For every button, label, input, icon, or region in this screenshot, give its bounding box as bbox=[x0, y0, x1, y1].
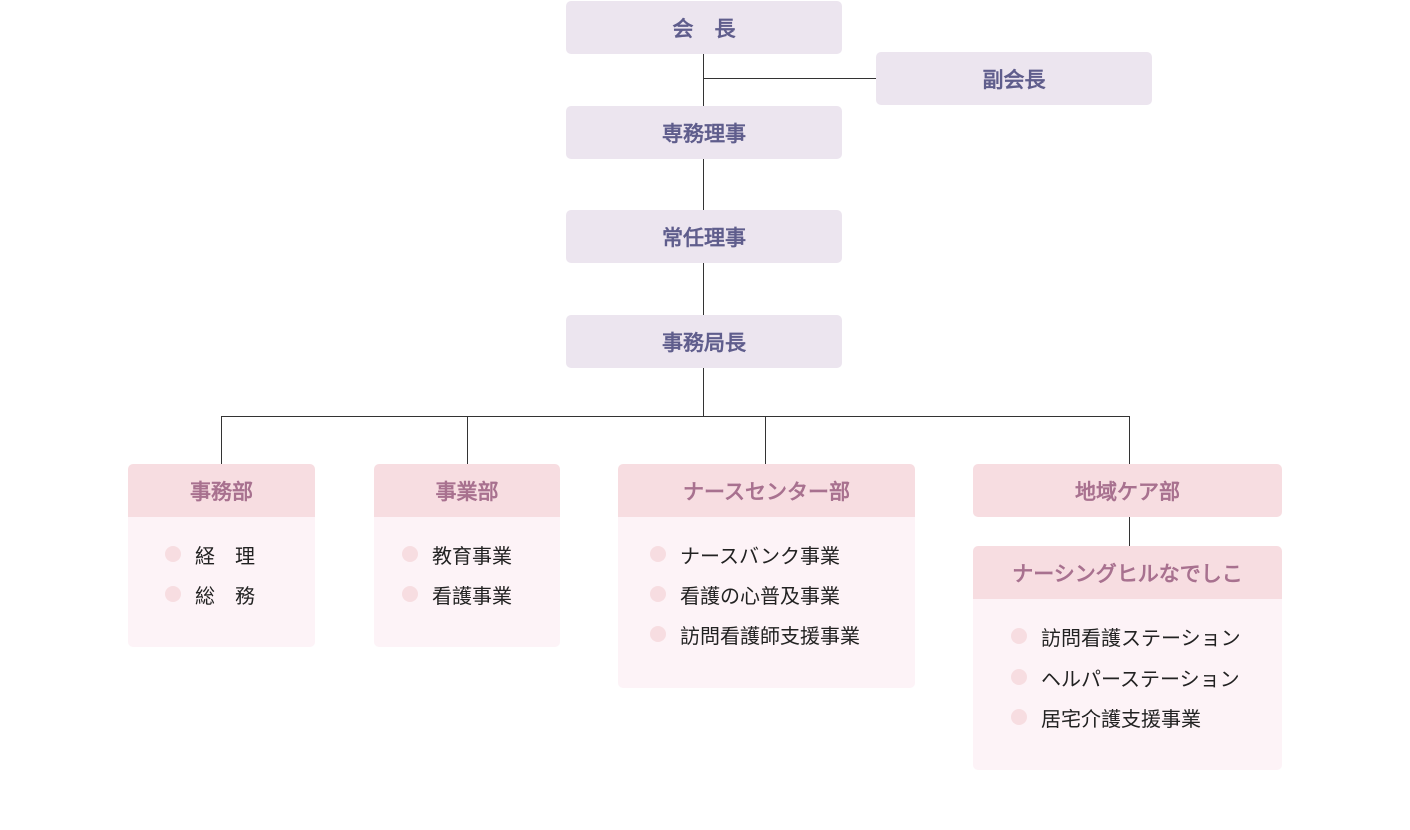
bullet-icon bbox=[650, 546, 666, 562]
connector-to-dept-4 bbox=[1129, 416, 1130, 464]
list-item: ナースバンク事業 bbox=[650, 542, 840, 568]
connector-dept4-to-sub bbox=[1129, 517, 1130, 546]
bullet-icon bbox=[650, 626, 666, 642]
dept-header-general-affairs: 事務部 bbox=[128, 464, 315, 517]
bullet-icon bbox=[1011, 669, 1027, 685]
list-item: 訪問看護ステーション bbox=[1011, 624, 1241, 650]
dept-body-general-affairs: 経 理 総 務 bbox=[128, 517, 315, 647]
connector-to-dept-1 bbox=[221, 416, 222, 464]
bullet-icon bbox=[1011, 628, 1027, 644]
list-item-label: 経 理 bbox=[195, 543, 255, 568]
list-item: ヘルパーステーション bbox=[1011, 665, 1240, 691]
bullet-icon bbox=[402, 586, 418, 602]
dept-body-nurse-center: ナースバンク事業 看護の心普及事業 訪問看護師支援事業 bbox=[618, 517, 915, 688]
secretary-general-box: 事務局長 bbox=[566, 315, 842, 368]
managing-director-box: 常任理事 bbox=[566, 210, 842, 263]
connector-to-vice-chairman bbox=[703, 78, 876, 79]
connector-to-dept-2 bbox=[467, 416, 468, 464]
list-item-label: 訪問看護ステーション bbox=[1041, 625, 1241, 650]
bullet-icon bbox=[1011, 709, 1027, 725]
list-item: 居宅介護支援事業 bbox=[1011, 705, 1201, 731]
connector-to-dept-3 bbox=[765, 416, 766, 464]
bullet-icon bbox=[165, 546, 181, 562]
list-item-label: 総 務 bbox=[195, 583, 255, 608]
list-item-label: ナースバンク事業 bbox=[680, 543, 840, 568]
dept-body-business: 教育事業 看護事業 bbox=[374, 517, 560, 647]
dept-header-nurse-center: ナースセンター部 bbox=[618, 464, 915, 517]
connector-secgen-down bbox=[703, 368, 704, 417]
connector-managing-to-secgen bbox=[703, 263, 704, 315]
list-item-label: 看護事業 bbox=[432, 583, 512, 608]
bullet-icon bbox=[402, 546, 418, 562]
connector-exec-to-managing bbox=[703, 159, 704, 210]
list-item: 看護の心普及事業 bbox=[650, 582, 840, 608]
list-item-label: 教育事業 bbox=[432, 543, 512, 568]
list-item: 看護事業 bbox=[402, 582, 512, 608]
list-item: 総 務 bbox=[165, 582, 255, 608]
bullet-icon bbox=[650, 586, 666, 602]
list-item-label: 看護の心普及事業 bbox=[680, 583, 840, 608]
list-item: 訪問看護師支援事業 bbox=[650, 622, 860, 648]
vice-chairman-box: 副会長 bbox=[876, 52, 1152, 105]
subdept-header-nursing-hill: ナーシングヒルなでしこ bbox=[973, 546, 1282, 599]
executive-director-box: 専務理事 bbox=[566, 106, 842, 159]
subdept-body-nursing-hill: 訪問看護ステーション ヘルパーステーション 居宅介護支援事業 bbox=[973, 599, 1282, 770]
chairman-box: 会 長 bbox=[566, 1, 842, 54]
dept-header-business: 事業部 bbox=[374, 464, 560, 517]
list-item-label: 居宅介護支援事業 bbox=[1041, 706, 1201, 731]
list-item: 教育事業 bbox=[402, 542, 512, 568]
list-item-label: 訪問看護師支援事業 bbox=[680, 623, 860, 648]
list-item-label: ヘルパーステーション bbox=[1041, 666, 1240, 691]
bullet-icon bbox=[165, 586, 181, 602]
list-item: 経 理 bbox=[165, 542, 255, 568]
connector-chairman-to-exec-director bbox=[703, 54, 704, 106]
connector-horizontal-bus bbox=[221, 416, 1130, 417]
dept-header-community-care: 地域ケア部 bbox=[973, 464, 1282, 517]
